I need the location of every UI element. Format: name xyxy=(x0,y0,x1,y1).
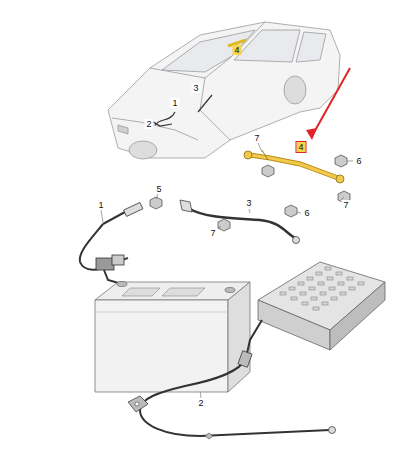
fuse-slot xyxy=(313,307,319,310)
callout-number: 3 xyxy=(244,198,253,208)
fuse-slot xyxy=(320,292,326,295)
fuse-slot xyxy=(302,302,308,305)
fuse-slot xyxy=(311,297,317,300)
fuse-slot xyxy=(358,282,364,285)
callout-number: 1 xyxy=(170,98,179,108)
cable-2 xyxy=(128,320,336,439)
fuse-slot xyxy=(336,272,342,275)
fuse-slot xyxy=(325,267,331,270)
fuse-slot xyxy=(309,287,315,290)
fuse-slot xyxy=(291,297,297,300)
fuse-slot xyxy=(280,292,286,295)
callout-number: 7 xyxy=(208,228,217,238)
red-arrow xyxy=(312,68,350,136)
fuse-box xyxy=(258,262,385,350)
battery xyxy=(95,282,250,393)
fuse-slot xyxy=(347,277,353,280)
callout-number: 6 xyxy=(302,208,311,218)
car-cables xyxy=(150,95,212,126)
callout-number: 1 xyxy=(96,200,105,210)
callout-number: 2 xyxy=(196,398,205,408)
fuse-slot xyxy=(318,282,324,285)
callout-number: 3 xyxy=(191,83,200,93)
fuse-slot xyxy=(298,282,304,285)
callout-number: 6 xyxy=(354,156,363,166)
callout-number: 7 xyxy=(341,200,350,210)
callout-number: 4 xyxy=(232,45,241,55)
callout-number: 5 xyxy=(154,184,163,194)
callout-number: 4 xyxy=(296,142,305,152)
fuse-slot xyxy=(322,302,328,305)
fuse-slot xyxy=(289,287,295,290)
fuse-slot xyxy=(300,292,306,295)
cable-3 xyxy=(180,200,300,244)
fuse-slot xyxy=(327,277,333,280)
fuse-slot xyxy=(331,297,337,300)
fuse-slot xyxy=(329,287,335,290)
cable-4 xyxy=(244,150,344,183)
callout-number: 7 xyxy=(252,133,261,143)
fuse-slot xyxy=(349,287,355,290)
car-outline xyxy=(108,22,340,159)
fuse-slot xyxy=(307,277,313,280)
fuse-slot xyxy=(338,282,344,285)
fuse-slot xyxy=(340,292,346,295)
cable-1 xyxy=(80,202,143,284)
red-arrow-head xyxy=(306,128,317,140)
fuse-slot xyxy=(316,272,322,275)
callout-number: 2 xyxy=(144,119,153,129)
